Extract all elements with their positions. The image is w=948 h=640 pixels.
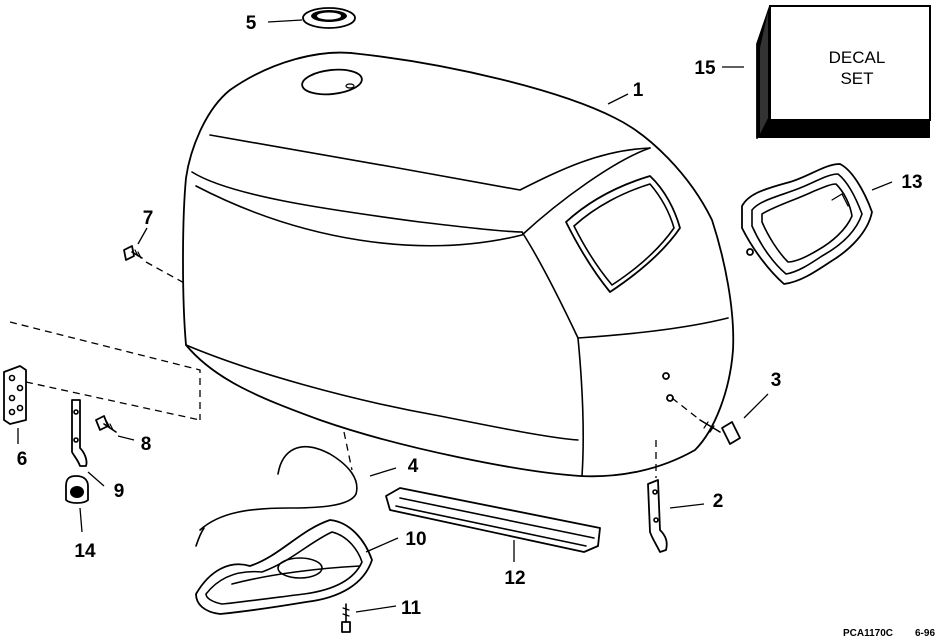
callout-15: 15 xyxy=(694,58,716,79)
reference-date: 6-96 xyxy=(915,628,935,639)
screw-3 xyxy=(671,393,769,445)
callout-13: 13 xyxy=(901,172,922,193)
screw-11 xyxy=(341,603,397,633)
callout-14: 14 xyxy=(74,541,96,562)
hinge-plate-part xyxy=(3,321,201,444)
callout-1: 1 xyxy=(633,80,644,101)
callout-7: 7 xyxy=(143,208,154,229)
window-frame-part xyxy=(741,163,893,285)
reference-code: PCA1170C xyxy=(843,628,893,639)
bracket-9 xyxy=(71,399,105,487)
decal-label-line2: SET xyxy=(840,69,873,88)
callout-8: 8 xyxy=(141,434,152,455)
cap-plug-part xyxy=(267,7,356,29)
seal-cable-4 xyxy=(195,431,397,547)
motor-cover xyxy=(182,51,735,478)
callout-11: 11 xyxy=(401,598,422,619)
decal-label-line1: DECAL xyxy=(829,48,886,67)
lower-pan-10 xyxy=(195,519,399,615)
leader-1 xyxy=(607,93,629,105)
decal-set-box: DECAL SET xyxy=(722,5,931,139)
screw-8 xyxy=(95,415,135,441)
seal-strip-12 xyxy=(385,487,601,562)
callout-9: 9 xyxy=(114,481,125,502)
callout-6: 6 xyxy=(17,449,28,470)
callout-10: 10 xyxy=(405,529,426,550)
screw-7 xyxy=(123,227,187,285)
latch-bracket-2 xyxy=(647,440,705,553)
clip-14 xyxy=(65,475,89,533)
callout-3: 3 xyxy=(771,370,782,391)
callout-4: 4 xyxy=(408,456,419,477)
callout-5: 5 xyxy=(246,13,257,34)
callout-2: 2 xyxy=(713,491,724,512)
callout-12: 12 xyxy=(504,568,525,589)
